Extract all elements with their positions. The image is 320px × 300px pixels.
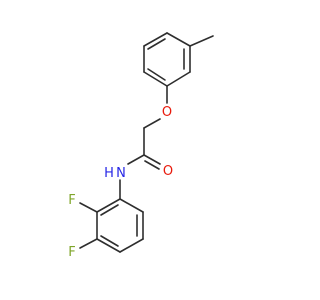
atom-fluorine-4: F (68, 245, 75, 260)
structure-canvas: O O N H F F (68, 32, 214, 260)
bond-ring2-d (119, 238, 144, 253)
bond-carbonyl-a (143, 154, 161, 165)
bond-ring1-a (166, 32, 191, 47)
bond-ring2-c (96, 238, 121, 253)
bond-carbonyl-nitrogen (127, 154, 145, 165)
atom-fluorine-3: F (68, 193, 75, 208)
atom-oxygen-carbonyl: O (163, 164, 173, 179)
atom-nitrogen: N (116, 166, 126, 181)
bond-carbon-f4 (79, 238, 98, 249)
bond-ring1-b (143, 32, 168, 47)
bond-ring2-a-inner (100, 204, 119, 216)
bond-ring1-e (166, 71, 191, 87)
bond-carbon-f3 (79, 202, 98, 213)
bond-methyl (189, 35, 214, 47)
bond-carbonyl-b (144, 160, 160, 170)
bond-ring1-d-inner (147, 68, 166, 81)
atom-hydrogen: H (104, 166, 114, 181)
bond-ring2-f (119, 198, 144, 213)
bond-oxygen-ch2 (143, 118, 161, 129)
bond-ring2-c-inner (100, 235, 119, 247)
molecule-diagram: O O N H F F (68, 32, 214, 260)
bonds (79, 32, 214, 253)
atom-oxygen-ether: O (162, 105, 172, 120)
atom-labels: O O N H F F (68, 105, 173, 260)
bond-ring1-d (143, 71, 168, 87)
bond-ring1-b-inner (147, 38, 166, 50)
bond-ring2-a (96, 198, 121, 213)
